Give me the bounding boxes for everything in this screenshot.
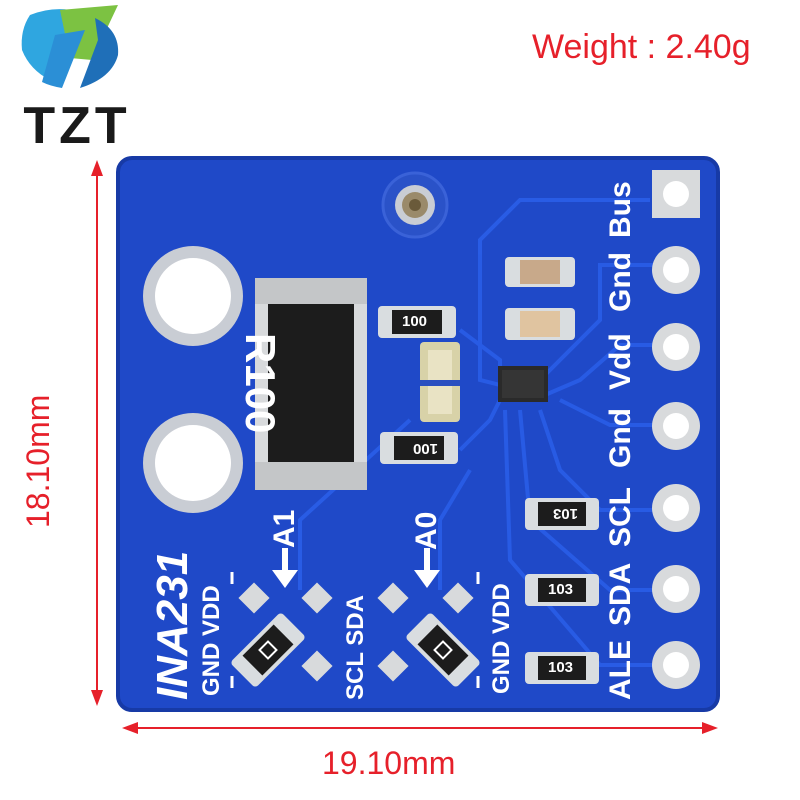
resistor-100-bottom-label: 100 — [412, 440, 438, 457]
width-dimension-label: 19.10mm — [322, 745, 456, 781]
jumper-resistor-left — [231, 613, 305, 687]
resistor-100-top — [378, 306, 456, 338]
pin-label-gnd-2: Gnd — [604, 408, 637, 468]
resistor-100-top-label: 100 — [402, 313, 428, 330]
weight-label: Weight : 2.40g — [532, 28, 751, 66]
resistor-103-a — [525, 498, 599, 530]
chip-name-label: INA231 — [148, 550, 197, 700]
height-dimension-line — [91, 160, 103, 706]
arrow-a0 — [414, 548, 440, 588]
resistor-103-c — [525, 652, 599, 684]
arrow-a1 — [272, 548, 298, 588]
jumper-a1-label: A1 — [268, 509, 301, 548]
width-dimension-line — [122, 722, 718, 734]
jumper-pads — [238, 582, 474, 682]
resistor-103-a-label: 103 — [552, 505, 578, 522]
gnd-vdd-right-label: GND VDD — [488, 583, 515, 694]
gnd-vdd-left-label: GND VDD — [198, 585, 225, 696]
capacitor-top-2 — [505, 308, 575, 340]
resistor-103-b-label: 103 — [548, 581, 574, 598]
pin-label-sda: SDA — [604, 562, 637, 626]
resistor-103-b — [525, 574, 599, 606]
resistor-103-c-label: 103 — [548, 659, 574, 676]
pin-label-vdd: Vdd — [604, 333, 637, 390]
pin-label-bus: Bus — [604, 181, 637, 238]
pcb-traces — [298, 198, 660, 667]
capacitor-top-1 — [505, 257, 575, 287]
tzt-logo-icon — [21, 5, 119, 88]
pin-label-ale: ALE — [604, 640, 637, 700]
pin-label-scl: SCL — [604, 487, 637, 547]
jumper-resistor-right — [406, 613, 480, 687]
tzt-logo: TZT — [0, 0, 150, 155]
ina231-ic-chip — [498, 366, 548, 402]
shunt-resistor — [255, 278, 367, 490]
silk-ticks — [230, 572, 480, 688]
logo-text: TZT — [23, 97, 131, 155]
pin-label-gnd-1: Gnd — [604, 252, 637, 312]
height-dimension-label: 18.10mm — [20, 394, 56, 528]
resistor-100-bottom — [380, 432, 458, 464]
header-pins — [652, 170, 700, 689]
scl-sda-label: SCL SDA — [342, 595, 369, 700]
capacitor-block — [420, 342, 460, 422]
jumper-a0-label: A0 — [410, 511, 443, 550]
shunt-resistor-label: R100 — [237, 333, 284, 434]
